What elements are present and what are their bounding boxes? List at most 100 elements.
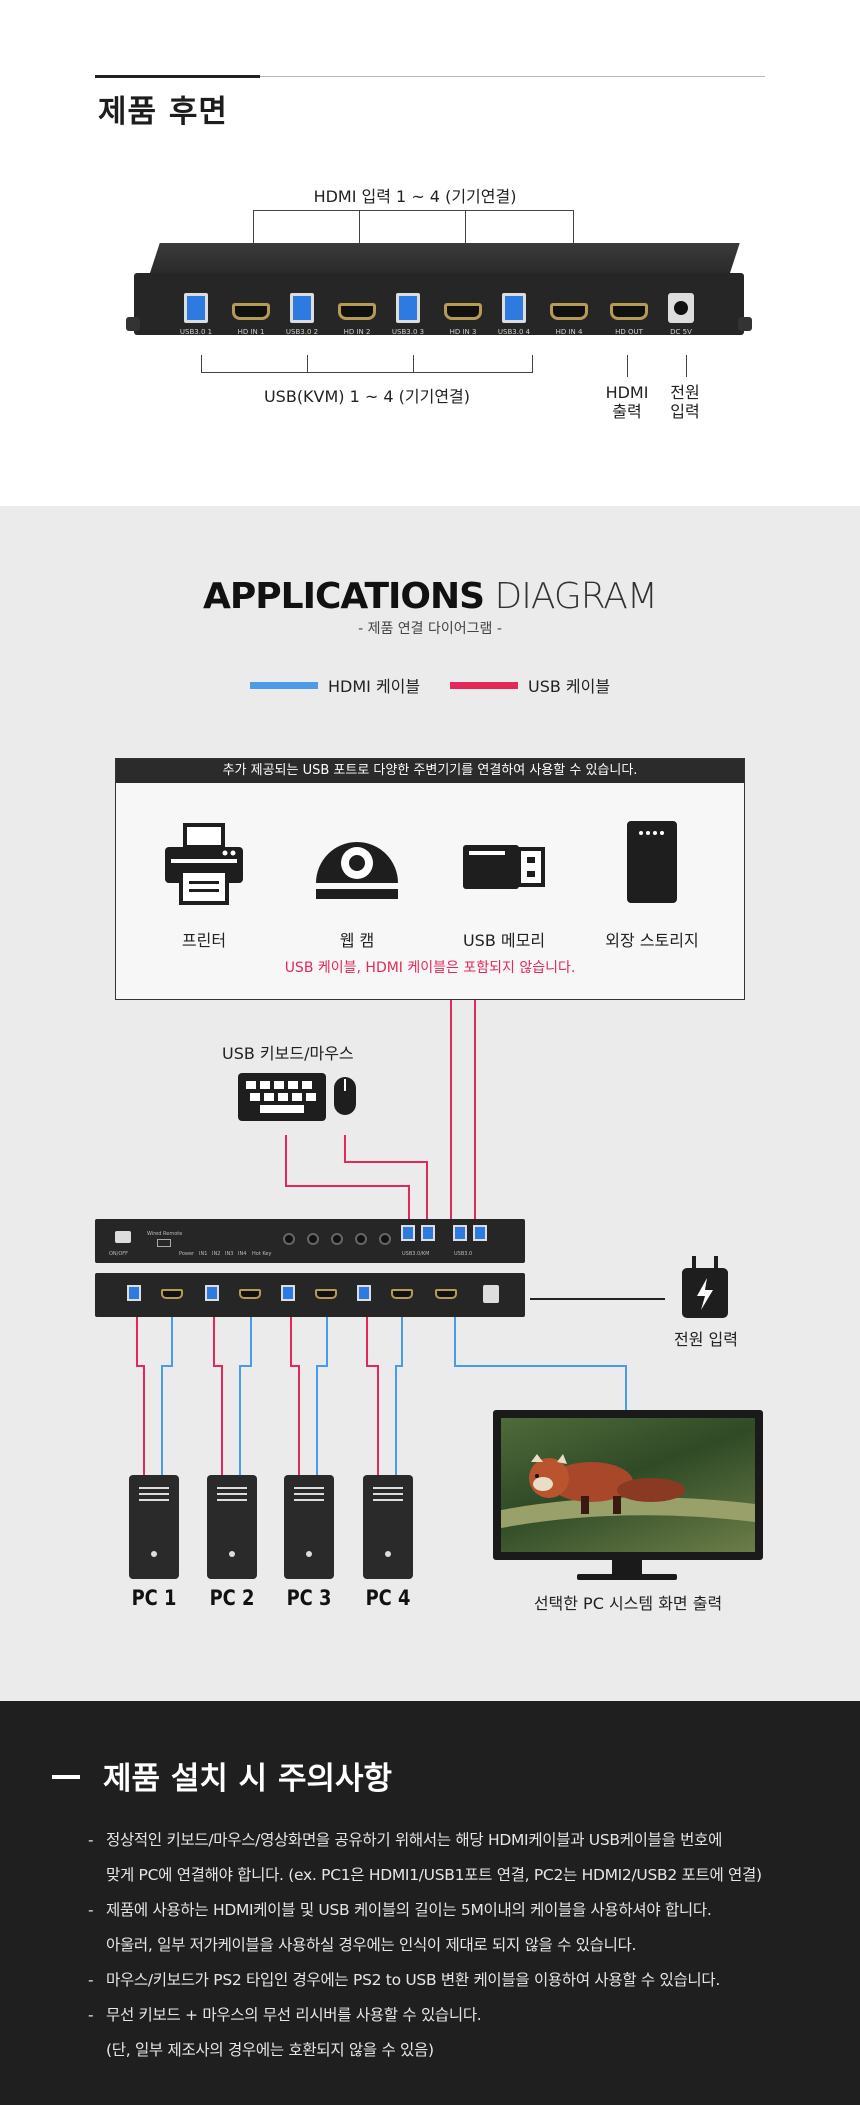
callout-line: HDMI <box>605 383 649 402</box>
pc-label: PC 1 <box>131 1586 177 1610</box>
rear-dc-port <box>483 1285 499 1303</box>
dc-power-port <box>668 293 694 323</box>
usb-cable <box>285 1135 410 1219</box>
hdmi-out-port <box>610 303 648 320</box>
hdmi-in-port-3 <box>444 303 482 320</box>
peripheral-header: 추가 제공되는 USB 포트로 다양한 주변기기를 연결하여 사용할 수 있습니… <box>116 759 744 783</box>
port-label: DC 5V <box>670 328 692 336</box>
legend-label: USB 케이블 <box>528 677 611 696</box>
bracket-tick <box>307 355 308 373</box>
port-label: USB3.0 3 <box>391 328 425 336</box>
usb-cable <box>290 1317 300 1475</box>
remote-jack <box>157 1239 171 1247</box>
hdmi-cable <box>316 1317 328 1475</box>
power-switch <box>115 1231 131 1243</box>
rear-usb-port <box>281 1285 295 1301</box>
caution-section: 제품 설치 시 주의사항 -정상적인 키보드/마우스/영상화면을 공유하기 위해… <box>0 1701 860 2105</box>
usb-callout: USB(KVM) 1 ~ 4 (기기연결) <box>263 387 471 406</box>
input-button-4 <box>355 1233 367 1245</box>
hdmi-output-callout: HDMI 출력 <box>600 383 654 421</box>
keyboard-mouse-label: USB 키보드/마우스 <box>222 1044 354 1063</box>
front-label: IN2 <box>212 1251 221 1257</box>
peripheral-printer: 프린터 <box>139 819 269 950</box>
legend-label: HDMI 케이블 <box>328 677 421 696</box>
front-usb-port <box>473 1225 487 1241</box>
monitor-screen-image <box>501 1418 755 1552</box>
diagram-subtitle: - 제품 연결 다이어그램 - <box>358 621 502 637</box>
caution-list: -정상적인 키보드/마우스/영상화면을 공유하기 위해서는 해당 HDMI케이블… <box>88 1823 808 2068</box>
device-face <box>134 273 744 335</box>
input-button-1 <box>283 1233 295 1245</box>
bracket-tick <box>413 355 414 373</box>
input-button-2 <box>307 1233 319 1245</box>
peripheral-label: USB 메모리 <box>462 931 546 950</box>
peripheral-label: 웹 캠 <box>339 931 375 950</box>
pc-label: PC 3 <box>286 1586 332 1610</box>
cable-diagram <box>136 1000 665 1475</box>
list-item: -제품에 사용하는 HDMI케이블 및 USB 케이블의 길이는 5M이내의 케… <box>88 1901 712 1919</box>
pc-label: PC 4 <box>365 1586 411 1610</box>
port-label: USB3.0 4 <box>497 328 531 336</box>
hdmi-cable <box>454 1317 627 1410</box>
peripheral-panel: 추가 제공되는 USB 포트로 다양한 주변기기를 연결하여 사용할 수 있습니… <box>115 758 745 1000</box>
section-title: 제품 후면 <box>98 94 228 130</box>
peripheral-label: 외장 스토리지 <box>605 931 699 950</box>
rear-hdmi-port <box>239 1289 261 1299</box>
usb-port-2 <box>290 293 314 323</box>
usb-cable <box>366 1317 379 1475</box>
front-label: Power <box>179 1251 195 1257</box>
hdmi-cable <box>395 1317 403 1475</box>
usb-port-3 <box>396 293 420 323</box>
title-dash <box>52 1775 80 1779</box>
front-usb-port <box>421 1225 435 1241</box>
monitor <box>493 1410 763 1560</box>
front-label: Wired Remote <box>147 1231 183 1237</box>
rear-usb-port <box>357 1285 371 1301</box>
pc-label: PC 2 <box>209 1586 255 1610</box>
usb-cable <box>344 1135 428 1219</box>
port-label: USB3.0 1 <box>179 328 213 336</box>
hotkey-button <box>379 1233 391 1245</box>
hdmi-cable <box>161 1317 173 1475</box>
hdmi-in-port-1 <box>232 303 270 320</box>
rear-usb-port <box>205 1285 219 1301</box>
pc-tower-3 <box>284 1475 334 1579</box>
front-label: USB3.0/KM <box>402 1251 430 1257</box>
input-button-3 <box>331 1233 343 1245</box>
usb-cable <box>213 1317 223 1475</box>
rear-usb-port <box>127 1285 141 1301</box>
rear-hdmi-port <box>315 1289 337 1299</box>
power-input-callout: 전원 입력 <box>660 383 710 421</box>
mount-ear <box>126 317 140 331</box>
peripheral-webcam: 웹 캠 <box>292 819 422 950</box>
device-top <box>150 243 740 273</box>
usb-memory-icon <box>463 845 545 889</box>
front-label: ON/OFF <box>109 1251 129 1257</box>
rear-hdmi-out-port <box>435 1289 457 1299</box>
usb-bracket <box>201 355 533 373</box>
kvm-switch-front: ON/OFF Wired Remote Power IN1 IN2 IN3 IN… <box>95 1219 525 1263</box>
callout-line: 전원 <box>670 383 700 402</box>
diagram-title: APPLICATIONS DIAGRAM <box>203 576 658 617</box>
list-item: -마우스/키보드가 PS2 타입인 경우에는 PS2 to USB 변환 케이블… <box>88 1971 720 1989</box>
usb-port-1 <box>184 293 208 323</box>
port-label: HD IN 1 <box>237 328 265 336</box>
hdmi-input-callout: HDMI 입력 1 ~ 4 (기기연결) <box>313 187 517 206</box>
rear-hdmi-port <box>391 1289 413 1299</box>
front-usb-port <box>401 1225 415 1241</box>
external-storage-icon <box>627 821 677 903</box>
front-label: Hot Key <box>252 1251 272 1257</box>
hdmi-out-pointer <box>627 355 628 377</box>
callout-line: 입력 <box>670 402 700 421</box>
usb-cable <box>136 1317 145 1475</box>
pc-tower-4 <box>363 1475 413 1579</box>
monitor-base <box>577 1574 677 1580</box>
pc-tower-2 <box>207 1475 257 1579</box>
callout-line: 출력 <box>612 402 642 421</box>
usb-swatch <box>450 682 518 689</box>
pc-tower-1 <box>129 1475 179 1579</box>
power-pointer <box>686 355 687 377</box>
hdmi-in-port-2 <box>338 303 376 320</box>
peripheral-usb-memory: USB 메모리 <box>439 819 569 950</box>
port-label: HD OUT <box>615 328 643 336</box>
